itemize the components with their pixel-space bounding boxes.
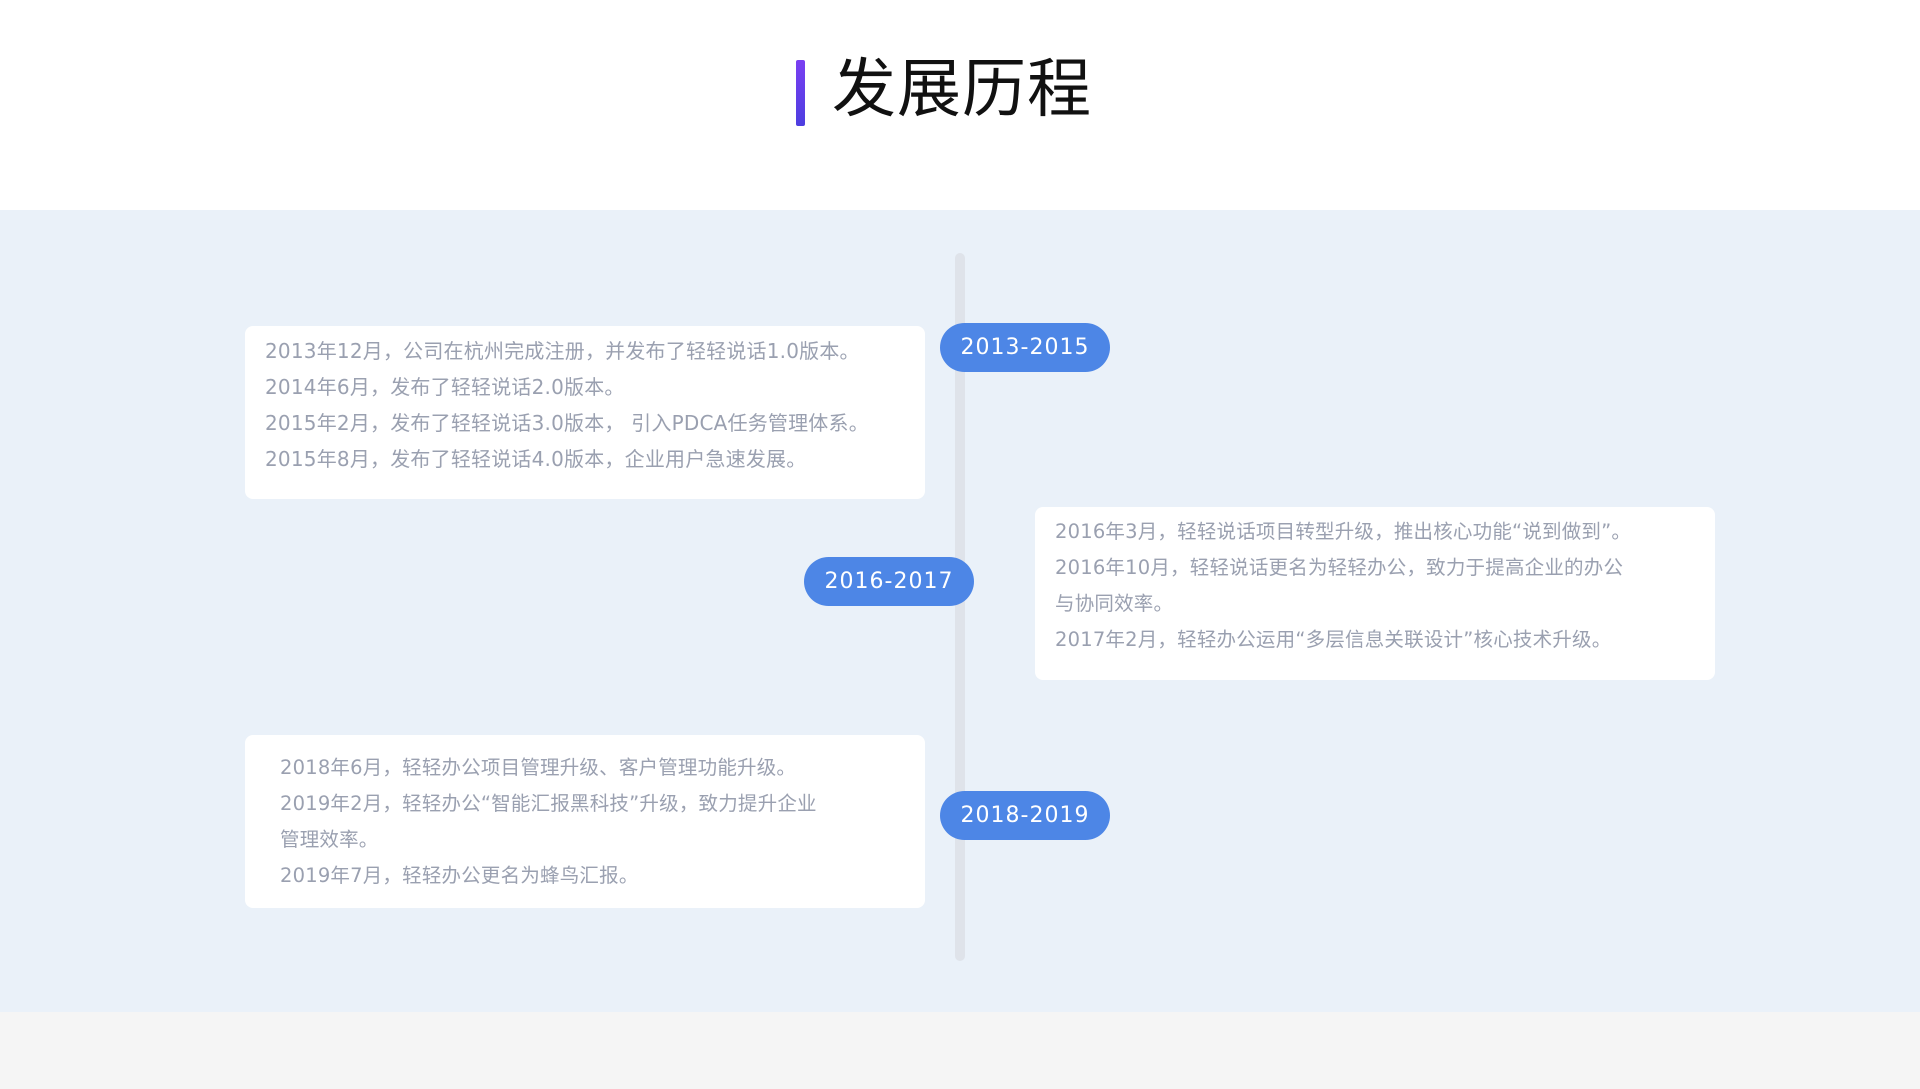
timeline-event: 与协同效率。 — [1055, 592, 1174, 615]
timeline-card-2018-2019: 2018年6月，轻轻办公项目管理升级、客户管理功能升级。 2019年2月，轻轻办… — [245, 735, 925, 908]
timeline-event: 2016年3月，轻轻说话项目转型升级，推出核心功能“说到做到”。 — [1055, 520, 1632, 543]
timeline-event: 2015年8月，发布了轻轻说话4.0版本，企业用户急速发展。 — [265, 447, 807, 471]
timeline-event: 2019年7月，轻轻办公更名为蜂鸟汇报。 — [280, 864, 639, 887]
timeline-axis — [955, 253, 965, 961]
page-title: 发展历程 — [832, 53, 1092, 127]
timeline-event: 2015年2月，发布了轻轻说话3.0版本， 引入PDCA任务管理体系。 — [265, 411, 869, 435]
timeline-event: 2016年10月，轻轻说话更名为轻轻办公，致力于提高企业的办公 — [1055, 556, 1624, 579]
footer-band — [0, 1012, 1920, 1089]
timeline-card-2016-2017: 2016年3月，轻轻说话项目转型升级，推出核心功能“说到做到”。 2016年10… — [1035, 507, 1715, 680]
title-accent-bar — [796, 60, 805, 126]
timeline-event: 2014年6月，发布了轻轻说话2.0版本。 — [265, 375, 625, 399]
timeline-event: 2019年2月，轻轻办公“智能汇报黑科技”升级，致力提升企业 — [280, 792, 817, 815]
timeline-event: 2013年12月，公司在杭州完成注册，并发布了轻轻说话1.0版本。 — [265, 339, 860, 363]
timeline-event: 2018年6月，轻轻办公项目管理升级、客户管理功能升级。 — [280, 756, 797, 779]
period-badge-2013-2015: 2013-2015 — [940, 323, 1110, 372]
period-badge-2018-2019: 2018-2019 — [940, 791, 1110, 840]
timeline-event: 管理效率。 — [280, 828, 379, 851]
page-header: 发展历程 — [0, 0, 1920, 210]
period-badge-2016-2017: 2016-2017 — [804, 557, 974, 606]
timeline-event: 2017年2月，轻轻办公运用“多层信息关联设计”核心技术升级。 — [1055, 628, 1612, 651]
timeline-card-2013-2015: 2013年12月，公司在杭州完成注册，并发布了轻轻说话1.0版本。 2014年6… — [245, 326, 925, 499]
